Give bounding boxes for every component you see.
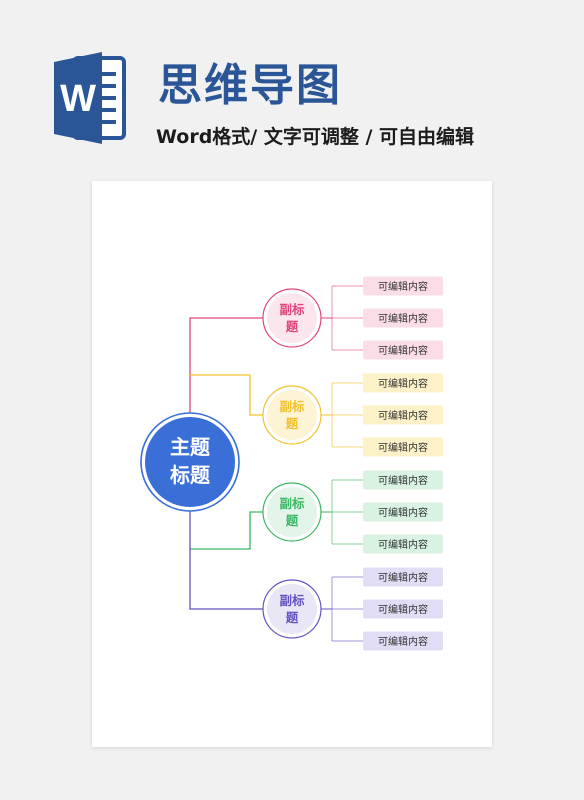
leaf-label[interactable]: 可编辑内容 bbox=[378, 312, 428, 325]
branch-title[interactable]: 题 bbox=[286, 610, 299, 625]
branch-title[interactable]: 题 bbox=[286, 319, 299, 334]
word-logo-icon: W bbox=[54, 52, 126, 144]
leaf-box[interactable] bbox=[363, 308, 443, 328]
branch-connector bbox=[189, 317, 265, 416]
leaf-label[interactable]: 可编辑内容 bbox=[378, 474, 428, 487]
leaf-label[interactable]: 可编辑内容 bbox=[378, 441, 428, 454]
leaf-box[interactable] bbox=[363, 631, 443, 651]
leaf-label[interactable]: 可编辑内容 bbox=[378, 538, 428, 551]
leaf-box[interactable] bbox=[363, 599, 443, 619]
branch-connector bbox=[190, 511, 265, 550]
leaf-box[interactable] bbox=[363, 276, 443, 296]
leaf-label[interactable]: 可编辑内容 bbox=[378, 280, 428, 293]
leaf-label[interactable]: 可编辑内容 bbox=[378, 409, 428, 422]
leaf-box[interactable] bbox=[363, 405, 443, 425]
branch-connector bbox=[190, 374, 265, 416]
branch-title[interactable]: 副标 bbox=[279, 593, 305, 608]
branch-title[interactable]: 副标 bbox=[279, 496, 305, 511]
leaf-box[interactable] bbox=[363, 373, 443, 393]
leaf-box[interactable] bbox=[363, 437, 443, 457]
nodes: 副标题可编辑内容可编辑内容可编辑内容副标题可编辑内容可编辑内容可编辑内容副标题可… bbox=[140, 276, 443, 651]
central-title[interactable]: 主题 bbox=[170, 435, 211, 459]
leaf-label[interactable]: 可编辑内容 bbox=[378, 635, 428, 648]
leaf-box[interactable] bbox=[363, 567, 443, 587]
connectors bbox=[189, 285, 363, 642]
word-logo-letter: W bbox=[60, 78, 96, 120]
branch-title[interactable]: 题 bbox=[286, 513, 299, 528]
leaf-label[interactable]: 可编辑内容 bbox=[378, 344, 428, 357]
branch-node[interactable] bbox=[267, 390, 317, 440]
leaf-label[interactable]: 可编辑内容 bbox=[378, 377, 428, 390]
leaf-label[interactable]: 可编辑内容 bbox=[378, 603, 428, 616]
central-node[interactable] bbox=[145, 417, 235, 507]
branch-connector bbox=[189, 508, 265, 610]
branch-title[interactable]: 题 bbox=[286, 416, 299, 431]
branch-node[interactable] bbox=[267, 293, 317, 343]
branch-title[interactable]: 副标 bbox=[279, 302, 305, 317]
branch-title[interactable]: 副标 bbox=[279, 399, 305, 414]
leaf-box[interactable] bbox=[363, 340, 443, 360]
central-title[interactable]: 标题 bbox=[170, 463, 211, 487]
leaf-label[interactable]: 可编辑内容 bbox=[378, 506, 428, 519]
branch-node[interactable] bbox=[267, 487, 317, 537]
text-lines-icon bbox=[102, 72, 116, 124]
leaf-box[interactable] bbox=[363, 470, 443, 490]
branch-node[interactable] bbox=[267, 584, 317, 634]
leaf-label[interactable]: 可编辑内容 bbox=[378, 571, 428, 584]
leaf-box[interactable] bbox=[363, 502, 443, 522]
leaf-box[interactable] bbox=[363, 534, 443, 554]
page-subtitle: Word格式/ 文字可调整 / 可自由编辑 bbox=[156, 126, 475, 148]
page-title: 思维导图 bbox=[158, 60, 342, 111]
